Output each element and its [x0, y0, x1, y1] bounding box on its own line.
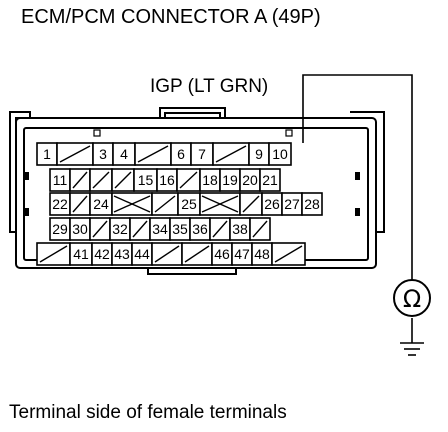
- unused-slash: [274, 245, 303, 263]
- terminal-label: 27: [284, 196, 300, 212]
- unused-cross: [113, 195, 151, 213]
- unused-slash: [137, 145, 169, 163]
- unused-slash: [184, 245, 210, 263]
- terminal-label: 18: [202, 172, 218, 188]
- unused-slash: [92, 220, 108, 238]
- unused-slash: [72, 171, 88, 189]
- terminal-label: 3: [99, 146, 107, 162]
- terminal-label: 16: [159, 172, 175, 188]
- ohm-symbol: Ω: [403, 285, 421, 313]
- terminal-label: 44: [134, 246, 150, 262]
- terminal-label: 24: [93, 196, 109, 212]
- unused-slash: [179, 171, 198, 189]
- terminal-label: 35: [172, 221, 188, 237]
- terminal-label: 19: [222, 172, 238, 188]
- terminal-label: 48: [254, 246, 270, 262]
- unused-slash: [252, 220, 268, 238]
- terminal-label: 41: [73, 246, 89, 262]
- terminal-label: 11: [53, 172, 68, 188]
- unused-slash: [215, 145, 247, 163]
- unused-slash: [59, 145, 91, 163]
- terminal-label: 4: [120, 146, 128, 162]
- terminal-label: 42: [94, 246, 110, 262]
- terminal-label: 21: [262, 172, 278, 188]
- terminal-21: [259, 168, 281, 192]
- terminal-label: 38: [232, 221, 248, 237]
- ohmmeter-icon: [393, 279, 431, 317]
- terminal-label: 6: [177, 146, 185, 162]
- terminal-label: 22: [52, 196, 68, 212]
- terminal-label: 26: [264, 196, 280, 212]
- unused-slash: [114, 171, 132, 189]
- unused-slash: [92, 171, 110, 189]
- terminal-28: [301, 192, 323, 216]
- unused-slash: [212, 220, 228, 238]
- diagram-title: ECM/PCM CONNECTOR A (49P): [21, 6, 321, 28]
- terminal-label: 36: [192, 221, 208, 237]
- unused-slash: [132, 220, 148, 238]
- unused-slash: [39, 245, 68, 263]
- terminal-label: 10: [272, 146, 288, 162]
- unused-slash: [154, 245, 180, 263]
- terminal-label: 47: [234, 246, 250, 262]
- wire-label: IGP (LT GRN): [150, 76, 269, 97]
- unused-slash: [242, 195, 260, 213]
- terminal-label: 9: [255, 146, 263, 162]
- terminal-10: [268, 142, 292, 166]
- terminal-label: 30: [72, 221, 88, 237]
- terminal-label: 7: [198, 146, 206, 162]
- terminal-label: 25: [181, 196, 197, 212]
- unused-slash: [72, 195, 88, 213]
- terminal-label: 1: [43, 146, 51, 162]
- terminal-label: 46: [214, 246, 230, 262]
- probe-wire: [302, 74, 424, 356]
- terminal-label: 29: [52, 221, 68, 237]
- terminal-label: 28: [304, 196, 320, 212]
- diagram-caption: Terminal side of female terminals: [9, 402, 287, 423]
- terminal-label: 15: [138, 172, 154, 188]
- terminal-label: 43: [114, 246, 130, 262]
- unused-cross: [201, 195, 239, 213]
- housing-slots: [24, 129, 360, 216]
- terminal-label: 20: [242, 172, 258, 188]
- terminal-label: 34: [152, 221, 168, 237]
- unused-slash: [154, 195, 176, 213]
- terminal-label: 32: [112, 221, 128, 237]
